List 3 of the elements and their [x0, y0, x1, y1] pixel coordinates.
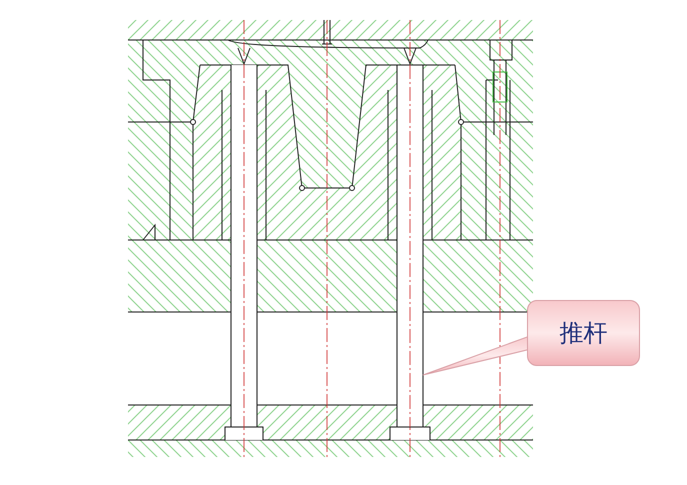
callout-text: 推杆: [560, 318, 608, 349]
callout-box: [527, 300, 640, 366]
callout-pointer: [422, 336, 530, 376]
